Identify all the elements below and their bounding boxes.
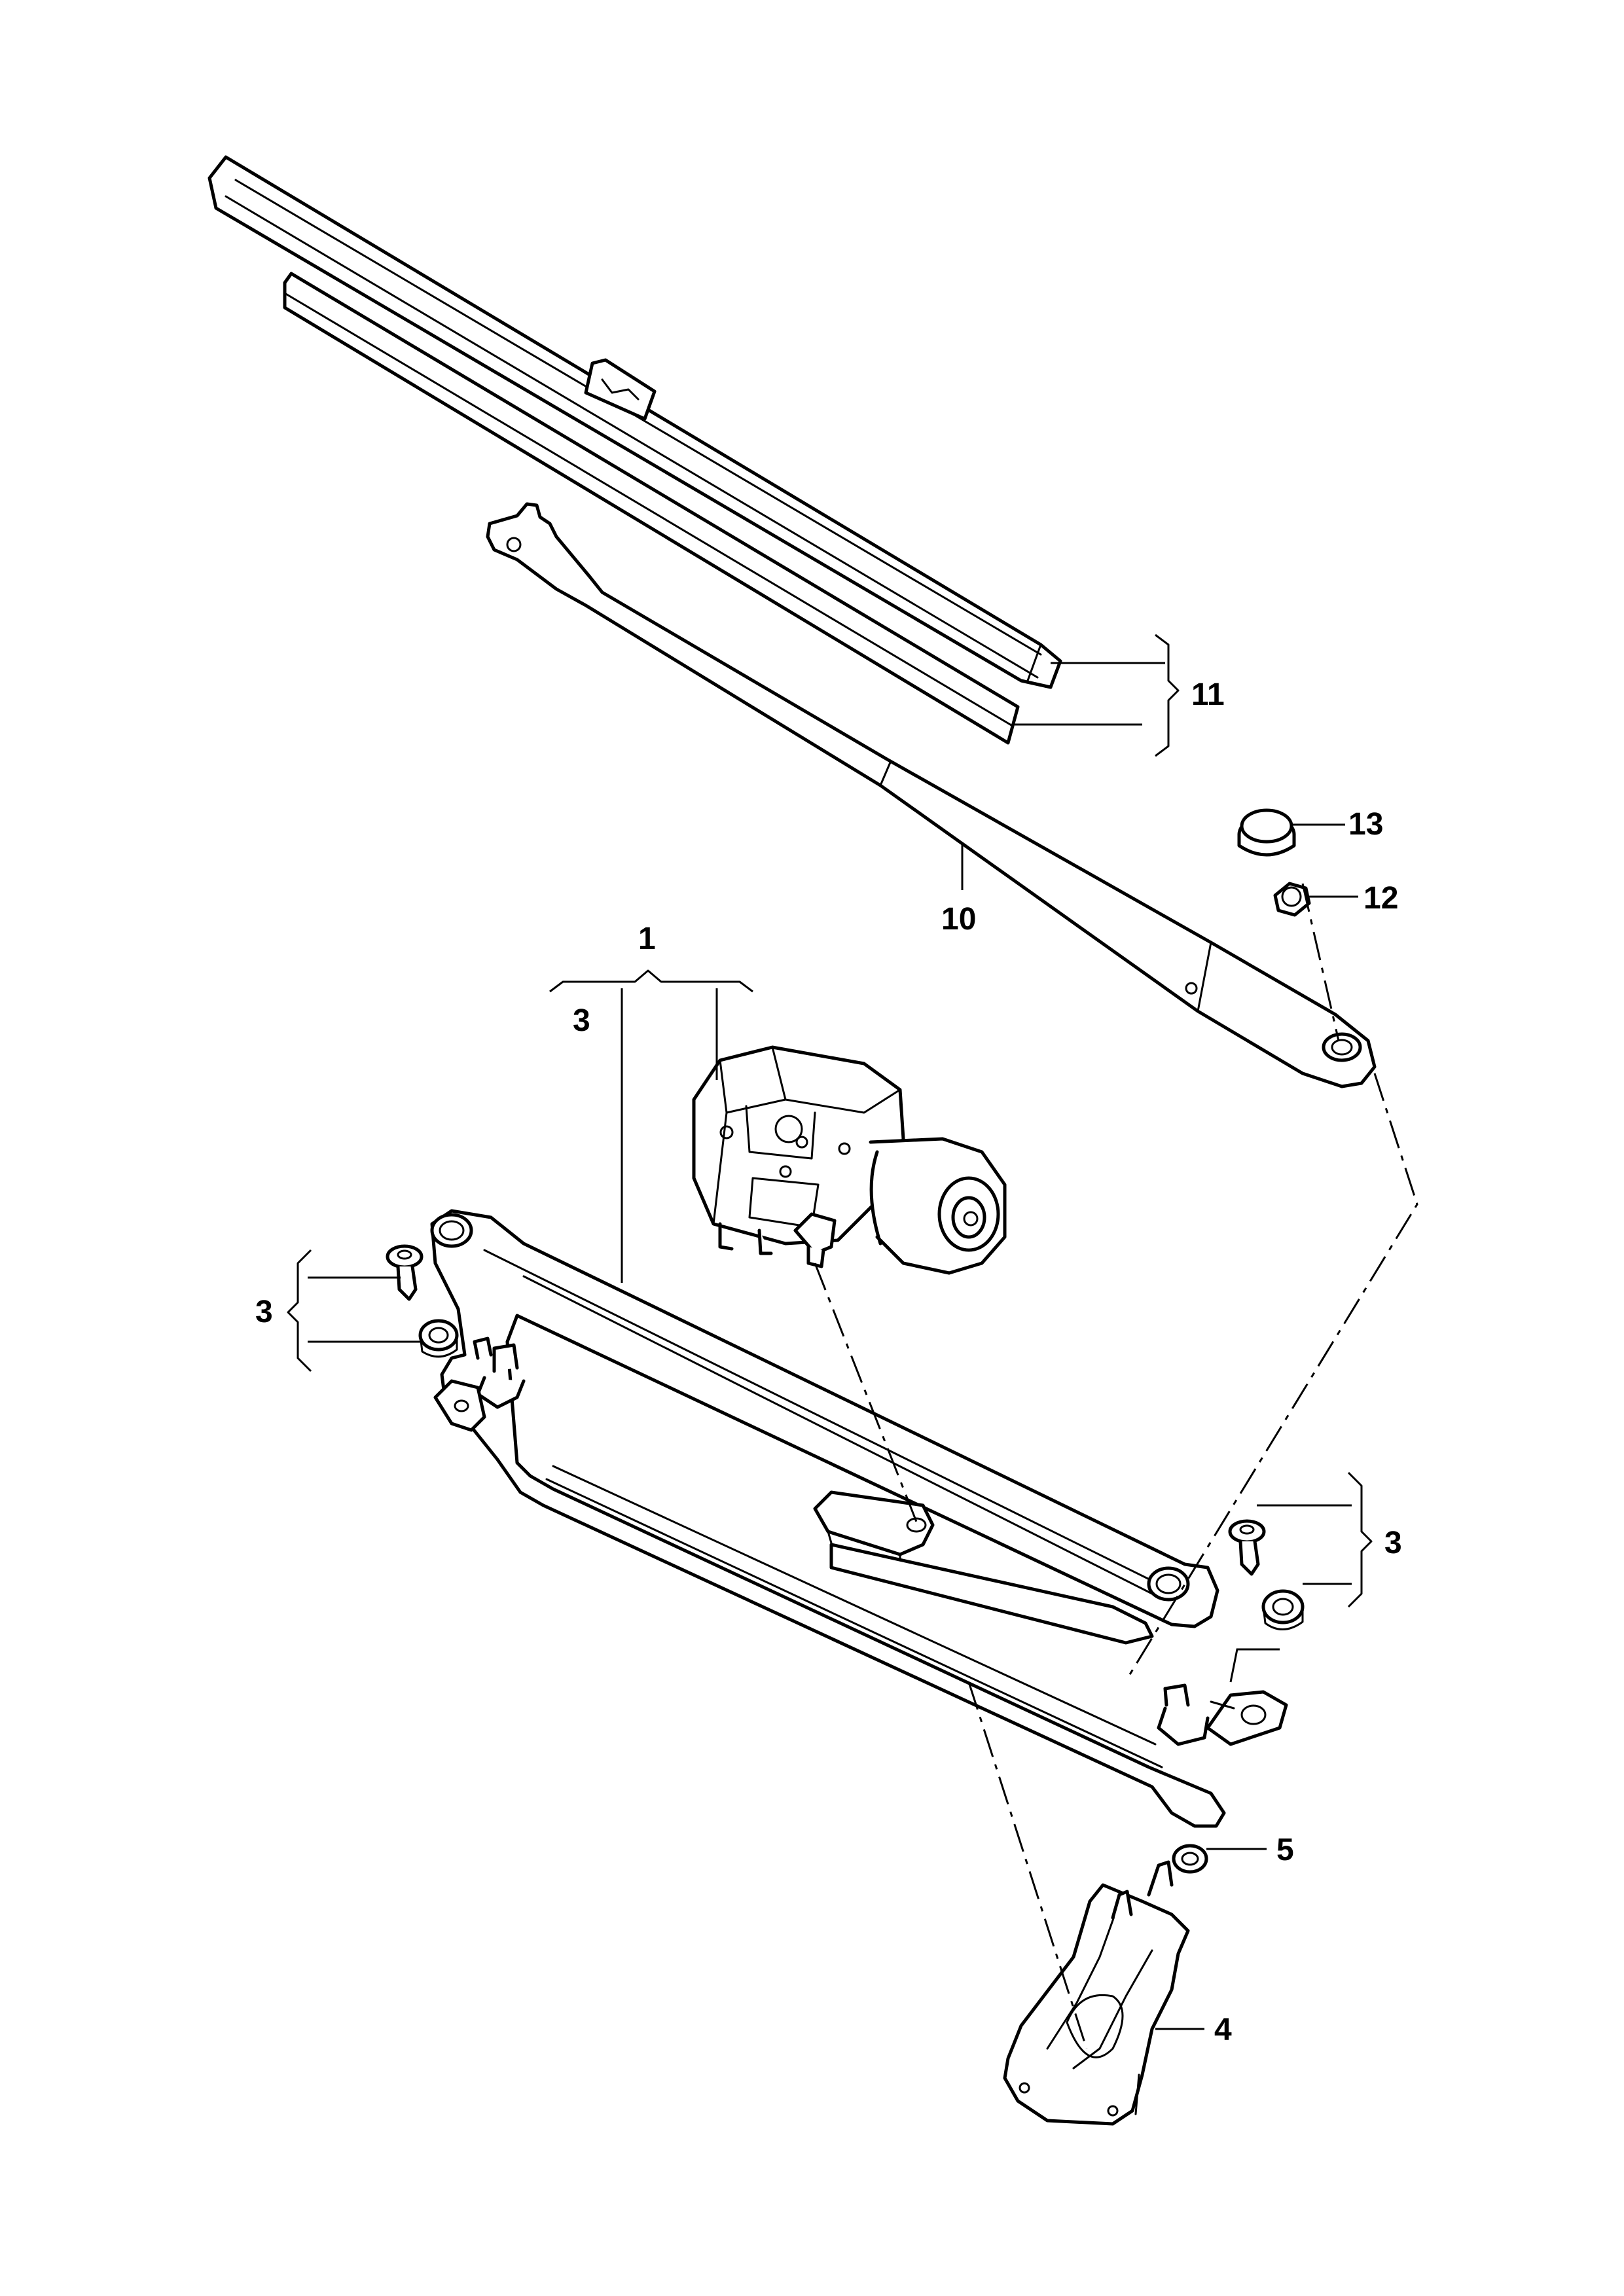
callout-10: 10	[941, 902, 976, 937]
callout-4: 4	[1214, 2013, 1232, 2047]
right-grommet	[1261, 1589, 1305, 1630]
small-grommet	[1172, 1844, 1208, 1874]
callout-11: 11	[1191, 677, 1225, 712]
callout-5: 5	[1276, 1833, 1294, 1867]
wiper-blade	[208, 155, 1062, 689]
callout-labels: 11 13 12 10 1 3 3 3 5 4	[255, 677, 1402, 2047]
right-bolt	[1228, 1519, 1266, 1576]
alignment-lines	[814, 883, 1418, 2049]
leader-lines	[287, 634, 1373, 2030]
callout-3-right: 3	[1384, 1526, 1402, 1560]
left-bolt	[386, 1244, 424, 1301]
wiper-arm	[486, 502, 1377, 1088]
callout-1: 1	[638, 922, 656, 956]
left-grommet	[418, 1319, 459, 1358]
callout-3-left: 3	[255, 1295, 273, 1329]
wiper-linkage-frame	[430, 1209, 1288, 1828]
wiper-rubber-insert	[283, 272, 1020, 745]
mounting-bracket	[1003, 1860, 1190, 2126]
callout-13: 13	[1348, 807, 1383, 842]
wiper-motor	[692, 1045, 1007, 1275]
callout-3-assembly: 3	[573, 1003, 590, 1038]
arm-cap	[1237, 808, 1296, 857]
callout-12: 12	[1363, 881, 1398, 916]
arm-nut	[1273, 882, 1311, 917]
